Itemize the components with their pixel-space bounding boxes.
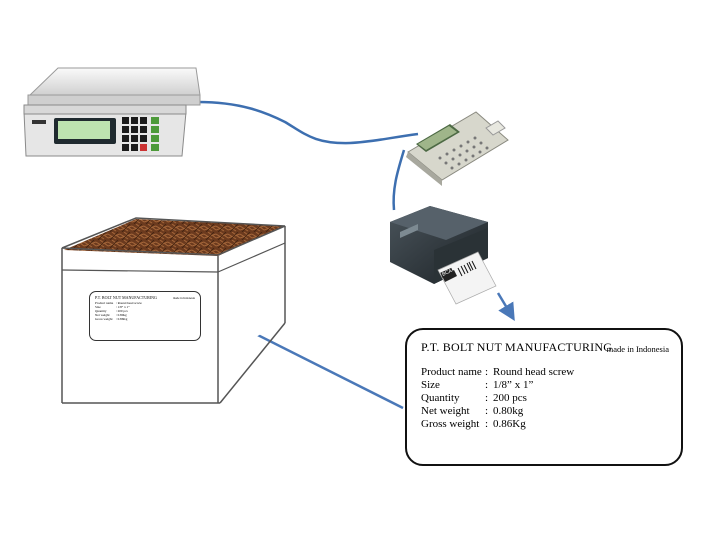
weighing-scale-icon <box>23 67 201 157</box>
mini-field-value: 0.86Kg <box>117 317 128 321</box>
mini-field-key: Quantity <box>95 309 107 313</box>
field-key: Quantity <box>421 392 460 404</box>
box-label-origin: made in Indonesia <box>173 296 195 300</box>
mini-field-key: Gross weight <box>95 317 113 321</box>
field-value: Round head screw <box>493 366 575 378</box>
field-key: Net weight <box>421 405 470 417</box>
label-field-row: Product name: Round head screw <box>421 366 574 379</box>
keyboard-terminal-icon <box>406 111 509 186</box>
field-key: Size <box>421 379 440 391</box>
mini-field-value: 1/8” x 1” <box>117 305 130 309</box>
field-key: Gross weight <box>421 418 480 430</box>
box-label-row: Product name : Round head screw <box>95 301 142 305</box>
box-label-company: P.T. BOLT NUT MANUFACTURING <box>95 295 157 300</box>
label-field-row: Quantity:200 pcs <box>421 392 527 405</box>
mini-field-key: Net weight <box>95 313 110 317</box>
mini-field-key: Product name <box>95 301 114 305</box>
field-key: Product name <box>421 366 482 378</box>
mini-field-value: Round head screw <box>117 301 142 305</box>
field-sep: : <box>485 366 489 378</box>
mini-field-value: 0.80kg <box>117 313 127 317</box>
label-field-row: Size:1/8” x 1” <box>421 379 533 392</box>
mini-field-key: Size <box>95 305 101 309</box>
label-field-row: Gross weight:0.86Kg <box>421 418 526 431</box>
box-label-row: Gross weight : 0.86Kg <box>95 317 127 321</box>
box-label-row: Size : 1/8” x 1” <box>95 305 130 309</box>
cable-scale-to-terminal <box>197 100 419 145</box>
box-label-row: Net weight : 0.80kg <box>95 313 127 317</box>
label-origin: made in Indonesia <box>606 344 669 354</box>
field-sep: : <box>485 418 489 430</box>
field-sep: : <box>485 405 489 417</box>
label-printer-icon <box>390 206 497 305</box>
field-value: 0.80kg <box>493 405 524 417</box>
label-field-row: Net weight:0.80kg <box>421 405 523 418</box>
field-value: 1/8” x 1” <box>493 379 534 391</box>
field-sep: : <box>485 379 489 391</box>
box-label: P.T. BOLT NUT MANUFACTURING made in Indo… <box>89 291 201 341</box>
cable-terminal-to-printer <box>392 149 406 211</box>
field-value: 0.86Kg <box>493 418 526 430</box>
field-value: 200 pcs <box>493 392 527 404</box>
product-label: P.T. BOLT NUT MANUFACTURING made in Indo… <box>405 328 683 466</box>
mini-field-value: 200 pcs <box>117 309 128 313</box>
field-sep: : <box>485 392 489 404</box>
label-company: P.T. BOLT NUT MANUFACTURING <box>421 340 613 354</box>
box-label-row: Quantity : 200 pcs <box>95 309 128 313</box>
arrow-printer-to-label <box>496 292 515 322</box>
